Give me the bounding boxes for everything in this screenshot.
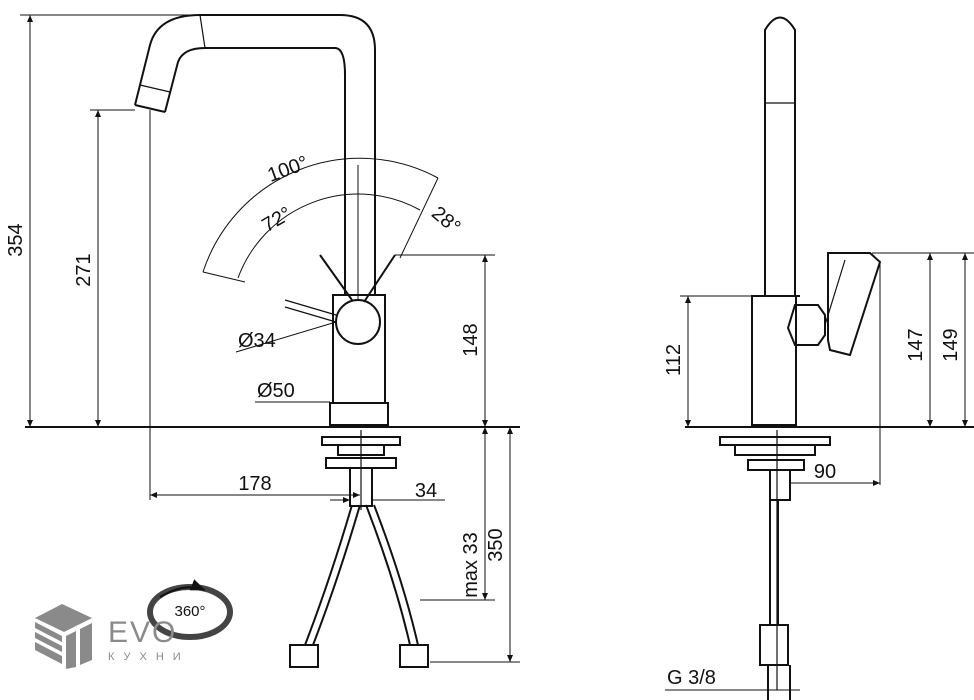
dim-90: 90	[814, 461, 836, 483]
dim-350: 350	[485, 528, 507, 561]
dim-354: 354	[5, 223, 27, 256]
angle-arcs	[202, 157, 439, 300]
dim-g38: G 3/8	[667, 667, 716, 689]
dim-271: 271	[73, 253, 95, 286]
side-handle-lever	[827, 252, 882, 357]
side-dimension-lines	[665, 252, 974, 691]
dim-148: 148	[460, 323, 482, 356]
dim-34: 34	[415, 480, 437, 502]
dim-diameter-34: Ø34	[238, 330, 276, 352]
logo-subtitle: КУХНИ	[108, 651, 190, 663]
angle-28: 28°	[427, 202, 464, 238]
logo-wordmark: EVO	[108, 616, 177, 649]
rotation-360-badge: 360°	[147, 579, 233, 640]
dim-max33: max 33	[460, 532, 482, 598]
side-body	[751, 295, 797, 426]
cube-icon	[35, 604, 92, 669]
dimension-lines	[20, 14, 520, 663]
dim-147: 147	[905, 328, 927, 361]
dim-149: 149	[940, 328, 962, 361]
dim-178: 178	[238, 473, 271, 495]
dim-diameter-50: Ø50	[257, 380, 295, 402]
side-spout	[764, 16, 796, 295]
mounting-hardware	[321, 430, 401, 510]
angle-100: 100°	[265, 152, 311, 187]
dim-112: 112	[663, 344, 685, 376]
spout	[134, 14, 376, 295]
angle-72: 72°	[258, 203, 295, 237]
body	[284, 254, 396, 426]
side-view: 112 147 149 90 G 3/8	[663, 16, 974, 700]
rotation-label: 360°	[174, 603, 205, 620]
side-handle-hub	[786, 304, 826, 346]
evo-logo: EVO КУХНИ	[35, 604, 190, 669]
hoses	[289, 504, 429, 668]
front-view: 354 271 148 350 max 33 178 34 Ø34 Ø50 10…	[5, 14, 520, 668]
